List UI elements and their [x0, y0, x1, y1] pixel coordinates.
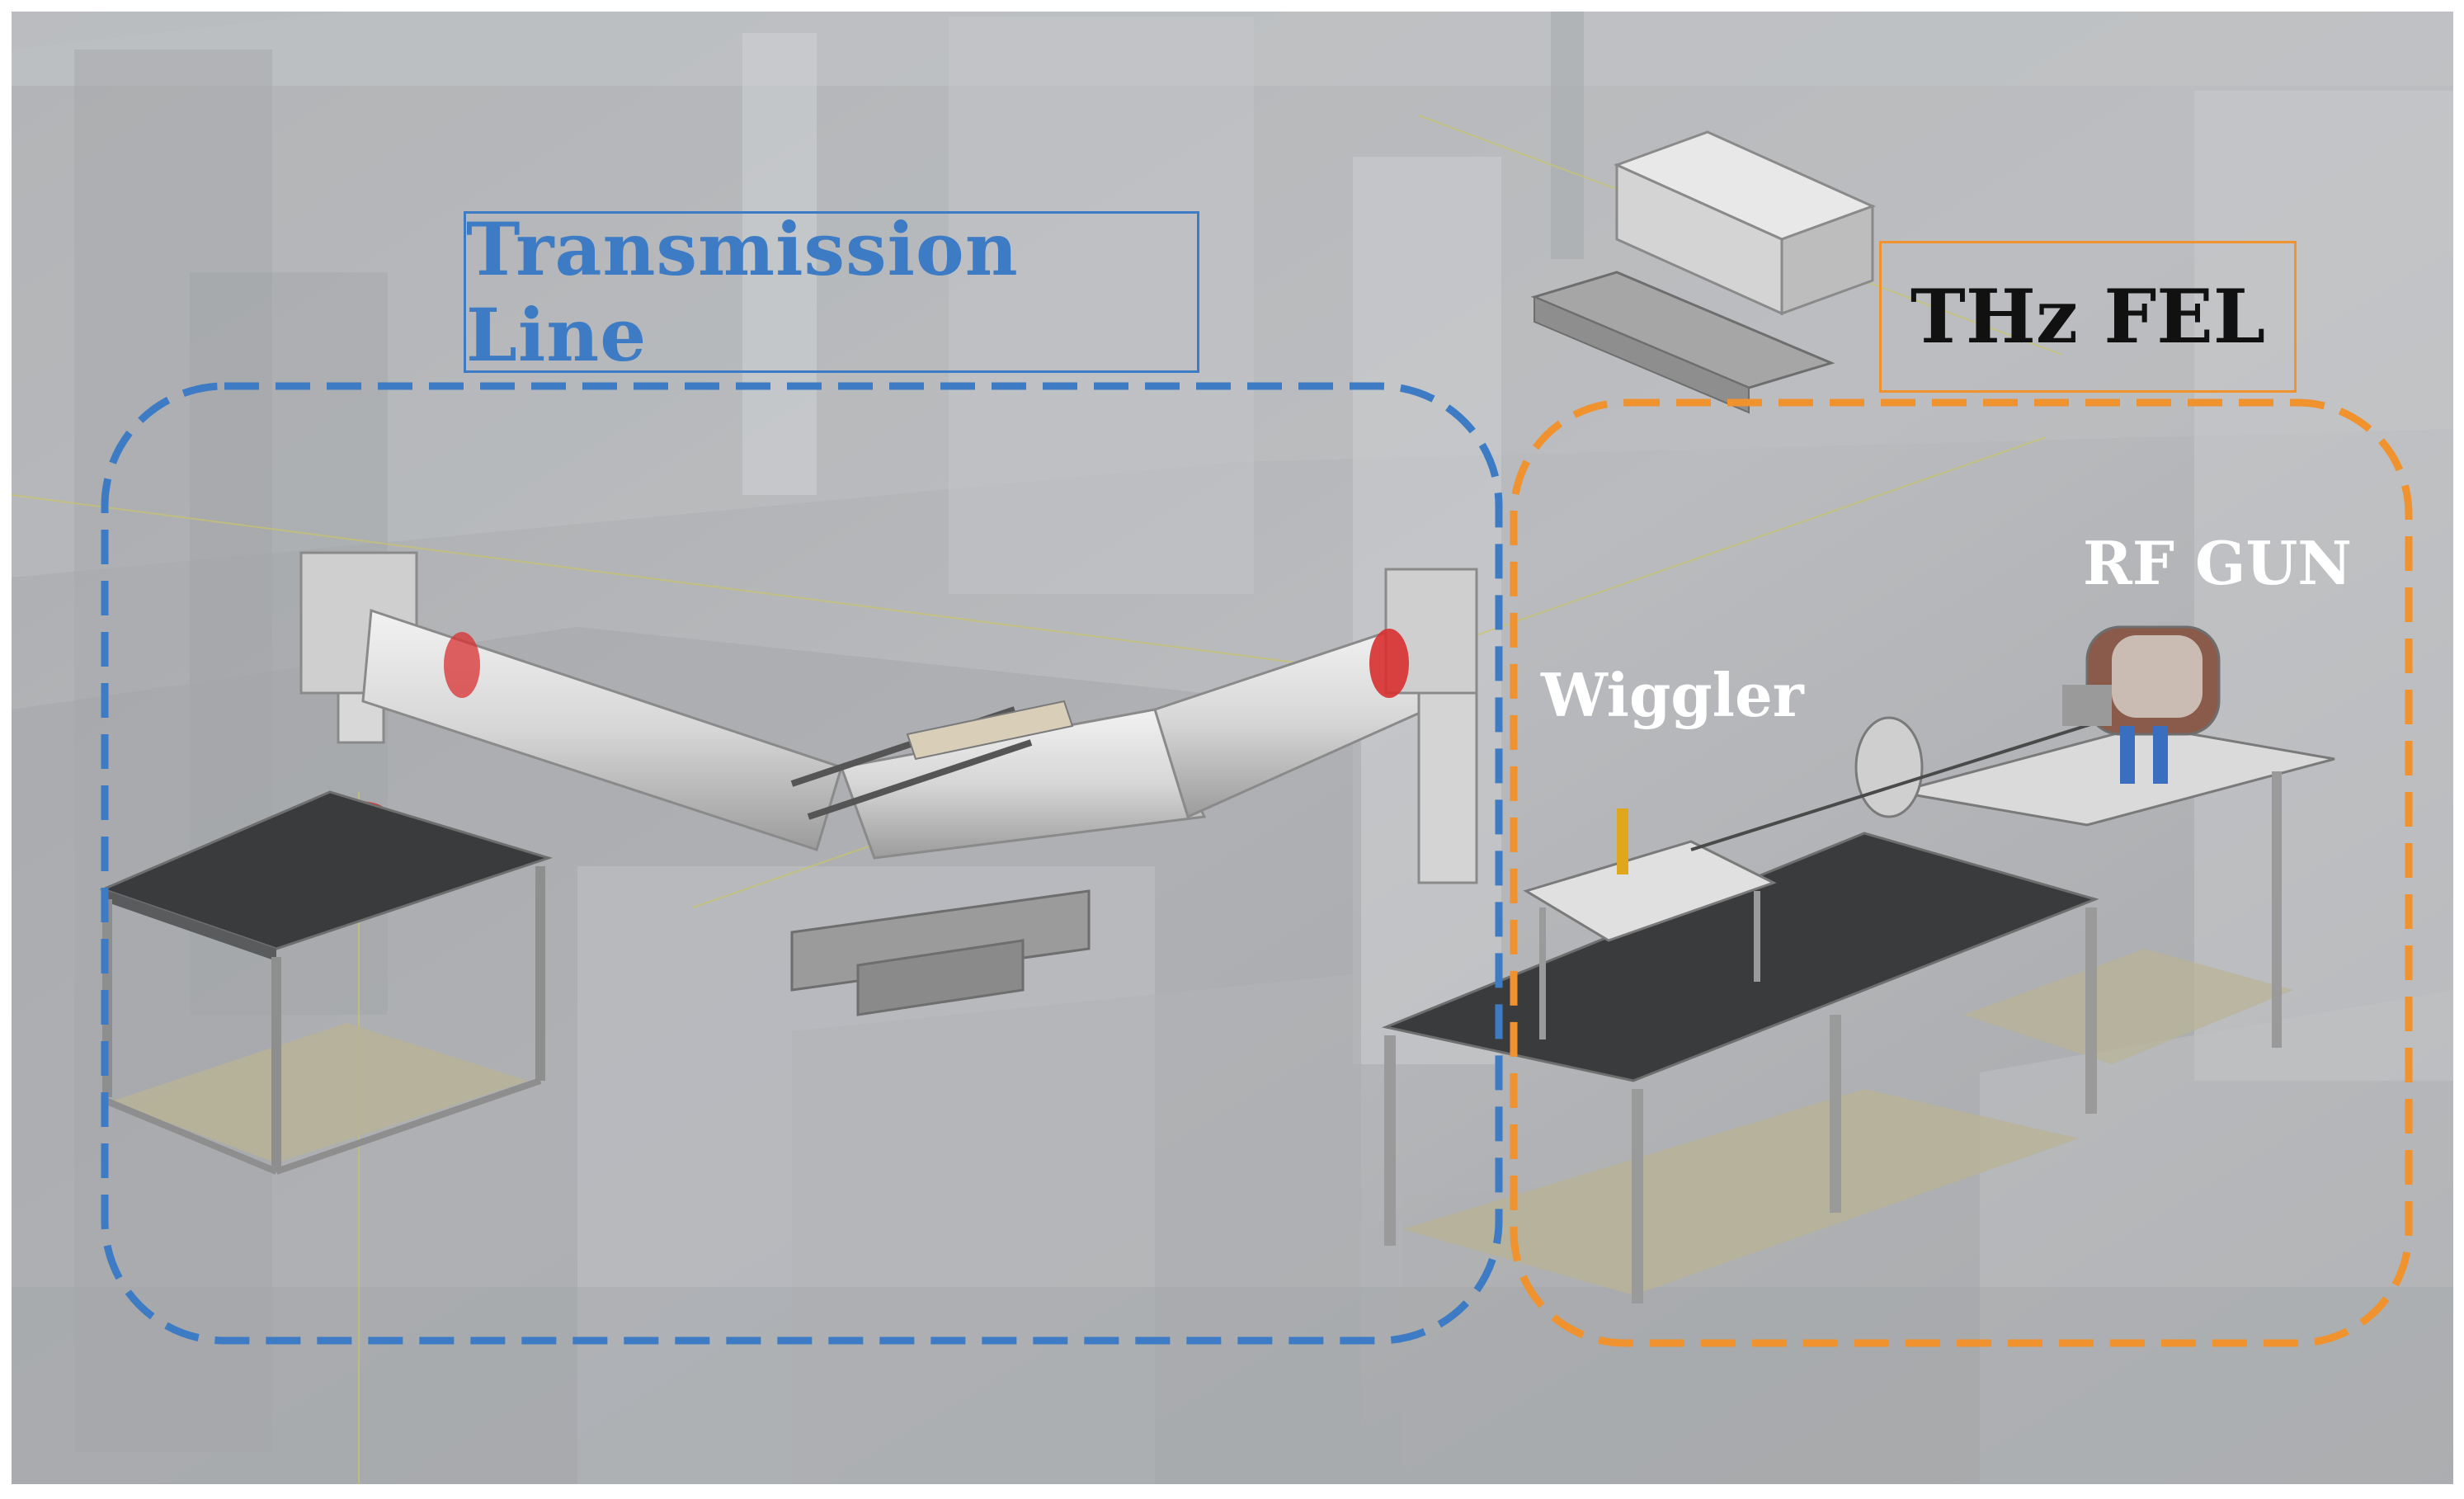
fel-optical-tables: [1381, 625, 2335, 1303]
left-optical-table: [99, 790, 553, 1175]
transmission-line-region: [101, 382, 1503, 1345]
overhead-duct: [1530, 130, 1876, 414]
thz-fel-label-box: THz FEL: [1879, 241, 2297, 393]
transmission-line-label: Transmission Line: [466, 206, 1019, 378]
wiggler-label: Wiggler: [1541, 660, 1804, 730]
rf-gun-label: RF GUN: [2083, 528, 2353, 598]
thz-fel-label: THz FEL: [1910, 273, 2266, 361]
transmission-pipe: [299, 551, 1478, 1016]
thz-fel-region: [1510, 398, 2413, 1347]
transmission-line-label-box: Transmission Line: [464, 206, 1199, 378]
